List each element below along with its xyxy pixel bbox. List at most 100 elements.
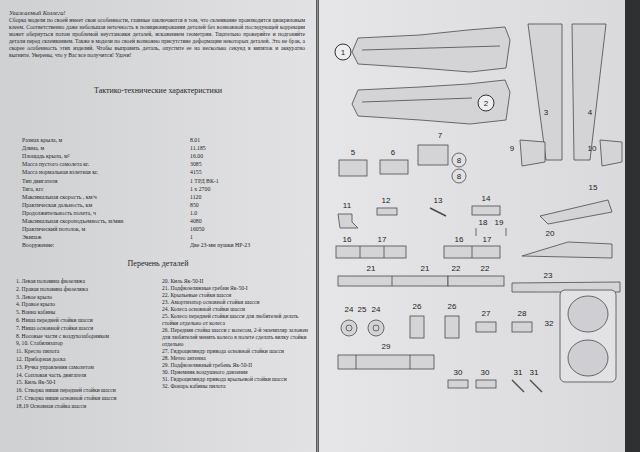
callout-number: 8 <box>457 172 461 181</box>
parts-list-item: 29. Подфюзеляжный гребень Як-50-II <box>162 362 312 369</box>
callout-number: 21 <box>367 264 376 273</box>
callout-number: 29 <box>382 342 391 351</box>
spec-value: 11.185 <box>190 145 310 152</box>
greeting: Уважаемый Коллега! <box>9 9 65 16</box>
spec-name: Масса пустого самолета кг. <box>22 161 187 168</box>
callout-number: 22 <box>452 264 461 273</box>
parts-list-item: 4. Правое крыло <box>16 301 158 309</box>
parts-list-item: 11. Кресло пилота <box>16 348 158 356</box>
spec-value: 850 <box>190 202 310 209</box>
parts-list-item: 27. Гидроцилиндр привода основной стойки… <box>162 348 312 355</box>
spec-name: Размах крыла, м <box>22 137 187 144</box>
spec-name: Практический потолок, м <box>22 226 187 233</box>
parts-list-item: 23. Амортизатор основной стойки шасси <box>162 299 312 306</box>
parts-list-item: 8. Носовые части с воздухозаборником <box>16 333 158 341</box>
spec-name: Вооружение: <box>22 242 187 249</box>
callout-number: 22 <box>481 264 490 273</box>
parts-list-item: 13. Ручка управления самолетом <box>16 364 158 372</box>
spec-value: 16.00 <box>190 153 310 160</box>
spec-value: 8.01 <box>190 137 310 144</box>
parts-list-item: 26. Передняя стойка шасси с колесом, 2-й… <box>162 327 312 348</box>
parts-list-item: 7. Ниша основной стойки шасси <box>16 325 158 333</box>
kit-parts <box>336 24 622 392</box>
parts-list-item: 31. Гидроцилиндр привода крыльевой стойк… <box>162 376 312 383</box>
callout-number: 4 <box>588 108 592 117</box>
callout-number: 31 <box>514 368 523 377</box>
page-fold <box>317 0 319 452</box>
spec-name: Тяга, кгс <box>22 186 187 193</box>
spec-name: Площадь крыла, м² <box>22 153 187 160</box>
right-page <box>319 0 625 452</box>
callout-circle: 1 <box>335 44 352 61</box>
callout-number: 1 <box>341 48 345 57</box>
parts-list-item: 24. Колеса основной стойки шасси <box>162 306 312 313</box>
parts-list-item: 25. Колесо передней стойки шасси для люб… <box>162 313 312 327</box>
callout-number: 24 <box>372 305 381 314</box>
callout-number: 2 <box>484 99 488 108</box>
callout-number: 10 <box>588 144 597 153</box>
parts-list-item: 9, 10. Стабилизатор <box>16 340 158 348</box>
callout-number: 24 <box>345 305 354 314</box>
callout-number: 19 <box>495 218 504 227</box>
spec-value: 1 <box>190 234 310 241</box>
parts-list-item: 14. Сопловая часть двигателя <box>16 372 158 380</box>
spec-value: 4155 <box>190 169 310 176</box>
parts-list-item: 3. Левое крыло <box>16 294 158 302</box>
callout-number: 31 <box>530 368 539 377</box>
spec-name: Продолжительность полета, ч <box>22 210 187 217</box>
spec-value: 4080 <box>190 218 310 225</box>
callout-number: 16 <box>455 235 464 244</box>
callout-number: 20 <box>546 229 555 238</box>
spec-name: Экипаж <box>22 234 187 241</box>
spec-value: 16050 <box>190 226 310 233</box>
spec-name: Тип двигателя <box>22 178 187 185</box>
parts-list-item: 17. Створка ниши основной стойки шасси <box>16 395 158 403</box>
spec-value: Две 23-мм пушки НР-23 <box>190 242 310 249</box>
callout-number: 17 <box>483 235 492 244</box>
callout-number: 6 <box>391 148 395 157</box>
callout-number: 15 <box>589 183 598 192</box>
callout-number: 32 <box>545 319 554 328</box>
callout-number: 3 <box>544 108 548 117</box>
parts-list-item: 20. Киль Як-50-II <box>162 278 312 285</box>
parts-list-item: 12. Приборная доска <box>16 356 158 364</box>
parts-list-column: 20. Киль Як-50-II21. Подфюзеляжные гребн… <box>162 278 312 390</box>
callout-number: 26 <box>448 302 457 311</box>
parts-list-item: 15. Киль Як-50-I <box>16 379 158 387</box>
callout-number: 17 <box>378 235 387 244</box>
parts-list-item: 18,19 Основная стойка шасси <box>16 403 158 411</box>
parts-list-item: 6. Ниша передней стойки шасси <box>16 317 158 325</box>
callout-number: 7 <box>438 131 442 140</box>
spec-name: Масса нормальная взлетная кг. <box>22 169 187 176</box>
parts-list-item: 30. Приемник воздушного давления <box>162 369 312 376</box>
callout-number: 11 <box>343 201 351 210</box>
spec-name: Максимальная скорость , км/ч <box>22 194 187 201</box>
left-page <box>0 0 316 452</box>
callout-number: 9 <box>510 144 514 153</box>
callout-number: 26 <box>413 302 422 311</box>
parts-list-item: 32. Фонарь кабины пилота <box>162 383 312 390</box>
spec-name: Максимальная скороподъемность, м/мин <box>22 218 187 225</box>
callout-number: 25 <box>358 305 367 314</box>
parts-list-item: 5. Ванна кабины <box>16 309 158 317</box>
callout-number: 12 <box>382 196 391 205</box>
parts-list-item: 22. Крыльевые стойки шасси <box>162 292 312 299</box>
callout-number: 23 <box>544 271 553 280</box>
callout-number: 8 <box>457 156 461 165</box>
parts-list-item: 1. Левая половина фюзеляжа <box>16 278 158 286</box>
spec-value: 1120 <box>190 194 310 201</box>
callout-number: 28 <box>518 309 527 318</box>
parts-list-item: 2. Правая половина фюзеляжа <box>16 286 158 294</box>
parts-list-item: 16. Створка ниши передней стойки шасси <box>16 387 158 395</box>
intro-paragraph: Сборка модели по своей имеет свои особен… <box>9 17 305 58</box>
spec-value: 1.0 <box>190 210 310 217</box>
section-heading: Перечень деталей <box>0 259 316 269</box>
callout-number: 18 <box>479 218 488 227</box>
callout-number: 14 <box>482 194 491 203</box>
section-heading: Тактико-технические характеристики <box>0 86 316 96</box>
parts-list-item: 28. Метео антенна <box>162 355 312 362</box>
spec-value: 3085 <box>190 161 310 168</box>
spec-name: Длина, м <box>22 145 187 152</box>
parts-list-column: 1. Левая половина фюзеляжа2. Правая поло… <box>16 278 158 411</box>
